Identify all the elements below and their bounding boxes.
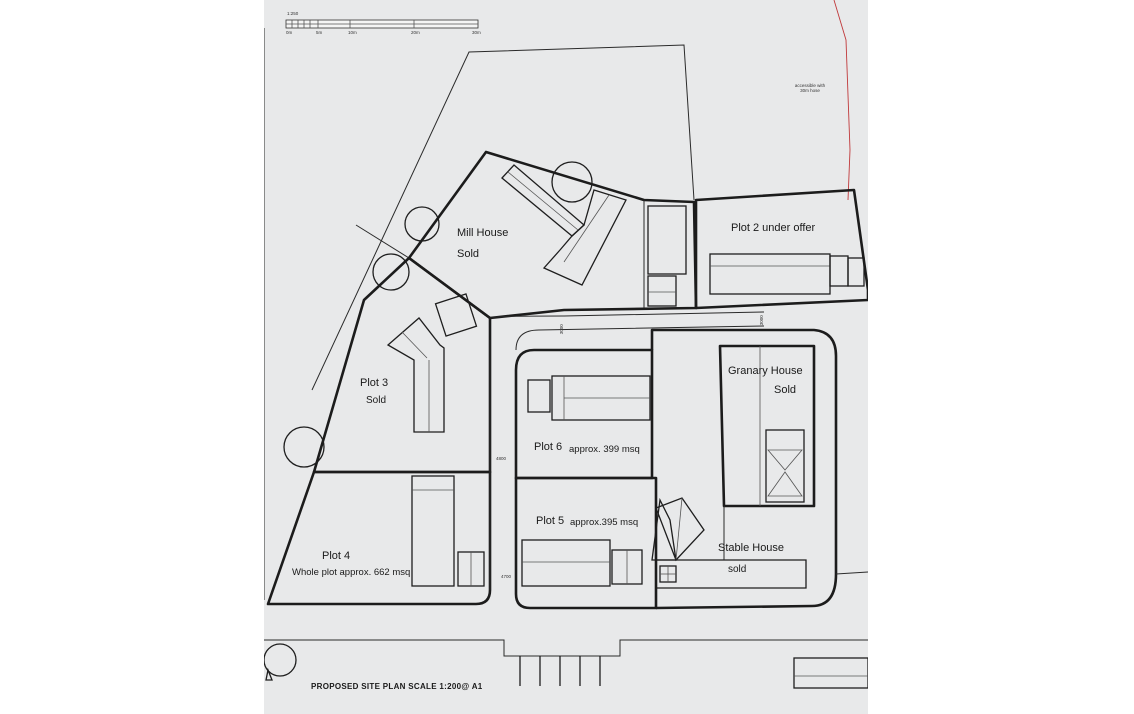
- stable-house-label: Stable House: [718, 542, 785, 554]
- scale-tick: 0m: [286, 30, 293, 35]
- plot-3-label: Plot 3: [360, 377, 389, 389]
- plot-5-label: Plot 5: [536, 515, 565, 527]
- red-boundary-line: [833, 0, 851, 201]
- dimension-label: 3000: [758, 315, 764, 326]
- mill-house-turret: [551, 161, 593, 203]
- stable-house-status: sold: [728, 564, 747, 575]
- mill-house-garage: [647, 205, 687, 275]
- plot-6-area: approx. 399 msq: [569, 444, 640, 455]
- plot-4-area: Whole plot approx. 662 msq: [292, 567, 411, 578]
- tree-icon: [283, 426, 325, 468]
- plot-3-building: [386, 317, 445, 433]
- scale-tick: 5m: [316, 30, 323, 35]
- dimension-label: 4700: [501, 574, 512, 579]
- scale-tick: 30m: [472, 30, 481, 35]
- plot-3-outline: [312, 256, 492, 474]
- scale-tick: 20m: [411, 30, 420, 35]
- plan-title: PROPOSED SITE PLAN SCALE 1:200@ A1: [311, 682, 483, 691]
- mill-house-status: Sold: [457, 248, 480, 260]
- stable-house-turret: [655, 497, 705, 562]
- mill-house-label: Mill House: [457, 227, 509, 239]
- granary-house-building: [765, 429, 805, 503]
- dimension-label: 4800: [496, 456, 507, 461]
- granary-house-status: Sold: [774, 384, 797, 396]
- scale-ratio: 1:250: [287, 11, 299, 16]
- plot-2-building: [709, 253, 831, 295]
- site-plan-drawing: [264, 0, 868, 689]
- site-plan-sheet: 1:250 0m 5m 10m 20m 30m accessible with …: [264, 0, 868, 714]
- stable-house-building: [656, 559, 807, 589]
- plot-5-outline: [514, 476, 658, 610]
- plot-5-area: approx.395 msq: [570, 517, 639, 528]
- site-boundary: [264, 28, 695, 600]
- plot-2-outline: [694, 188, 868, 310]
- plot-4-building: [411, 475, 455, 587]
- street-edge: [264, 639, 868, 657]
- scale-bar: [285, 19, 479, 29]
- scale-tick: 10m: [348, 30, 357, 35]
- plot-6-label: Plot 6: [534, 441, 563, 453]
- dimension-label: 3000: [558, 324, 564, 335]
- plot-3-status: Sold: [366, 395, 387, 406]
- plot-3-garage: [434, 293, 478, 337]
- granary-stable-outline: [650, 328, 838, 610]
- hose-note: accessible with 30m hose: [794, 83, 826, 93]
- tree-icon: [404, 206, 440, 242]
- plot-4-outline: [266, 470, 492, 606]
- tree-icon: [264, 643, 297, 677]
- tree-icon: [372, 253, 410, 291]
- site-line: [355, 224, 410, 259]
- granary-house-label: Granary House: [728, 365, 803, 377]
- plot-2-label: Plot 2 under offer: [731, 222, 816, 234]
- plot-5-building: [521, 539, 611, 587]
- parking-bays: [519, 656, 601, 686]
- north-arrow-icon: [265, 667, 273, 681]
- plot-6-outline: [514, 348, 654, 480]
- plot-4-label: Plot 4: [322, 550, 351, 562]
- road-edge: [489, 311, 765, 590]
- granary-house-outline: [718, 344, 816, 508]
